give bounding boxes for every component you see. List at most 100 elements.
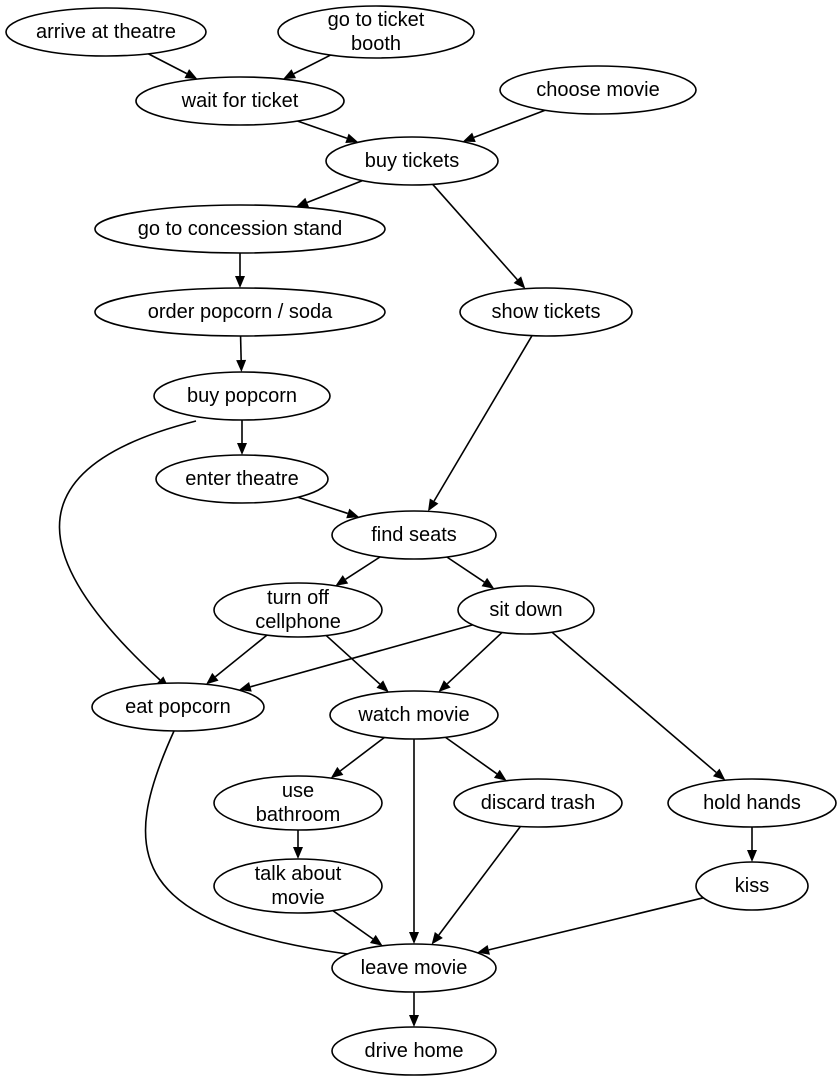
node-ellipse bbox=[155, 454, 329, 504]
node-ellipse bbox=[213, 858, 383, 914]
node-ellipse bbox=[453, 778, 623, 828]
edge-watch-to-bathroom bbox=[330, 736, 385, 779]
node-watch: watch movie bbox=[329, 690, 499, 740]
edge-sit-down-to-watch bbox=[438, 631, 503, 693]
edge-arrowhead bbox=[283, 69, 297, 80]
edge-eat-popcorn-to-leave bbox=[144, 730, 392, 963]
node-leave: leave movie bbox=[331, 943, 497, 993]
node-order: order popcorn / soda bbox=[94, 287, 386, 337]
node-ellipse bbox=[331, 943, 497, 993]
edge-wait-to-buy-tickets bbox=[297, 120, 359, 144]
edge-line bbox=[214, 634, 268, 678]
edge-arrowhead bbox=[346, 508, 360, 519]
edge-arrowhead bbox=[409, 1015, 419, 1027]
node-ellipse bbox=[499, 65, 697, 115]
edge-buy-tickets-to-show-tickets bbox=[432, 183, 526, 289]
node-ellipse bbox=[331, 510, 497, 560]
edge-line bbox=[433, 335, 533, 502]
edge-line bbox=[432, 183, 518, 281]
node-ellipse bbox=[667, 778, 837, 828]
edge-watch-to-trash bbox=[444, 736, 507, 781]
edge-arrowhead bbox=[712, 768, 726, 781]
node-kiss: kiss bbox=[695, 861, 809, 911]
node-label: bathroom bbox=[256, 804, 341, 826]
edge-arrowhead bbox=[235, 276, 245, 288]
node-label: leave movie bbox=[361, 957, 468, 979]
node-label: show tickets bbox=[492, 301, 601, 323]
edge-arrowhead bbox=[206, 672, 219, 685]
node-label: choose movie bbox=[536, 79, 659, 101]
node-buy-popcorn: buy popcorn bbox=[153, 371, 331, 421]
node-label: turn off bbox=[267, 587, 329, 609]
edge-line bbox=[250, 624, 473, 688]
node-label: booth bbox=[351, 33, 401, 55]
edges-layer bbox=[58, 53, 757, 1027]
edge-leave-to-drive bbox=[409, 992, 419, 1027]
edge-line bbox=[297, 120, 348, 140]
edge-hold-to-kiss bbox=[747, 827, 757, 862]
node-label: cellphone bbox=[255, 611, 341, 633]
node-enter: enter theatre bbox=[155, 454, 329, 504]
node-label: use bbox=[282, 780, 314, 802]
edge-talk-to-leave bbox=[332, 909, 383, 946]
edge-arrowhead bbox=[409, 932, 419, 944]
node-choose: choose movie bbox=[499, 65, 697, 115]
edge-arrowhead bbox=[427, 498, 439, 512]
node-ellipse bbox=[94, 204, 386, 254]
edge-arrowhead bbox=[335, 575, 349, 586]
edge-arrowhead bbox=[236, 359, 247, 373]
node-sit-down: sit down bbox=[457, 585, 595, 635]
edge-arrowhead bbox=[493, 769, 507, 781]
node-label: watch movie bbox=[357, 704, 469, 726]
node-ellipse bbox=[213, 775, 383, 831]
edge-arrowhead bbox=[462, 132, 476, 143]
node-label: wait for ticket bbox=[181, 90, 299, 112]
node-label: enter theatre bbox=[185, 468, 298, 490]
node-trash: discard trash bbox=[453, 778, 623, 828]
node-label: buy tickets bbox=[365, 150, 459, 172]
node-label: go to ticket bbox=[328, 9, 425, 31]
edge-find-seats-to-turn-off bbox=[335, 556, 381, 586]
edge-buy-tickets-to-concession bbox=[295, 179, 363, 208]
edge-arrowhead bbox=[237, 443, 247, 455]
edge-line bbox=[58, 420, 197, 681]
edge-arrowhead bbox=[747, 850, 757, 862]
node-concession: go to concession stand bbox=[94, 204, 386, 254]
edge-show-tickets-to-find-seats bbox=[427, 335, 533, 512]
edge-arrowhead bbox=[477, 944, 490, 955]
node-label: discard trash bbox=[481, 792, 596, 814]
node-show-tickets: show tickets bbox=[459, 287, 633, 337]
edge-buy-popcorn-to-eat-popcorn bbox=[58, 420, 197, 689]
node-label: talk about bbox=[255, 863, 342, 885]
edge-line bbox=[551, 631, 717, 774]
edge-line bbox=[325, 634, 381, 685]
node-ellipse bbox=[325, 136, 499, 186]
edge-line bbox=[446, 631, 503, 685]
edge-line bbox=[473, 109, 546, 139]
edge-concession-to-order bbox=[235, 253, 245, 288]
edge-line bbox=[444, 736, 498, 775]
node-label: go to concession stand bbox=[138, 218, 343, 240]
edge-arrowhead bbox=[369, 934, 383, 946]
edge-find-seats-to-sit-down bbox=[446, 556, 495, 589]
edge-arrowhead bbox=[376, 680, 389, 693]
node-find-seats: find seats bbox=[331, 510, 497, 560]
edge-arrowhead bbox=[295, 197, 309, 208]
node-label: sit down bbox=[489, 599, 562, 621]
edge-line bbox=[147, 53, 188, 75]
node-label: eat popcorn bbox=[125, 696, 231, 718]
node-label: arrive at theatre bbox=[36, 21, 176, 43]
node-buy-tickets: buy tickets bbox=[325, 136, 499, 186]
edge-line bbox=[297, 496, 349, 515]
edge-turn-off-to-watch bbox=[325, 634, 389, 693]
edge-arrowhead bbox=[238, 682, 252, 692]
edge-line bbox=[144, 730, 381, 959]
edge-kiss-to-leave bbox=[477, 897, 704, 955]
edge-arrowhead bbox=[293, 847, 303, 859]
edge-line bbox=[438, 825, 522, 936]
